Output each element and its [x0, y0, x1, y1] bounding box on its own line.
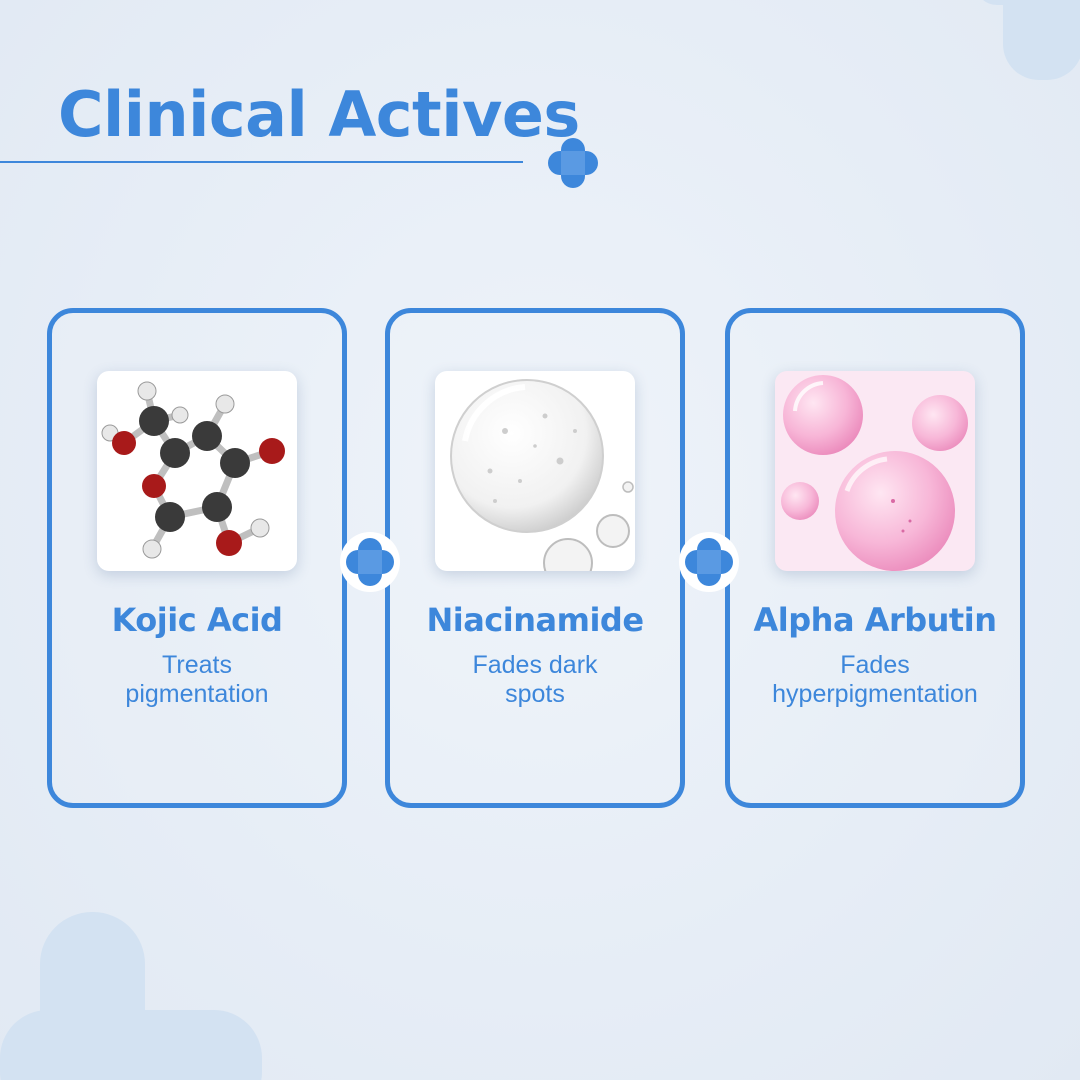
active-name: Niacinamide [426, 601, 644, 639]
plus-icon [548, 138, 598, 188]
plus-icon [679, 532, 739, 592]
molecule-icon [101, 381, 285, 559]
active-description: Treats pigmentation [125, 651, 269, 708]
page-title: Clinical Actives [58, 78, 580, 151]
active-name: Kojic Acid [111, 601, 283, 639]
active-name: Alpha Arbutin [753, 601, 997, 639]
active-description: Fades hyperpigmentation [772, 651, 978, 708]
clear-serum-drop-icon [450, 379, 634, 571]
plus-icon [340, 532, 400, 592]
active-description: Fades dark spots [472, 651, 598, 708]
molecule-image [97, 371, 297, 571]
active-card-kojic-acid: Kojic Acid Treats pigmentation [47, 308, 347, 808]
decorative-cross-bottom-left [0, 912, 262, 1080]
serum-drop-image [435, 371, 635, 571]
pink-serum-bubbles-icon [781, 375, 968, 571]
active-card-niacinamide: Niacinamide Fades dark spots [385, 308, 685, 808]
pink-serum-image [775, 371, 975, 571]
active-card-alpha-arbutin: Alpha Arbutin Fades hyperpigmentation [725, 308, 1025, 808]
title-underline [0, 161, 523, 163]
decorative-cross-top-right [983, 0, 1080, 80]
